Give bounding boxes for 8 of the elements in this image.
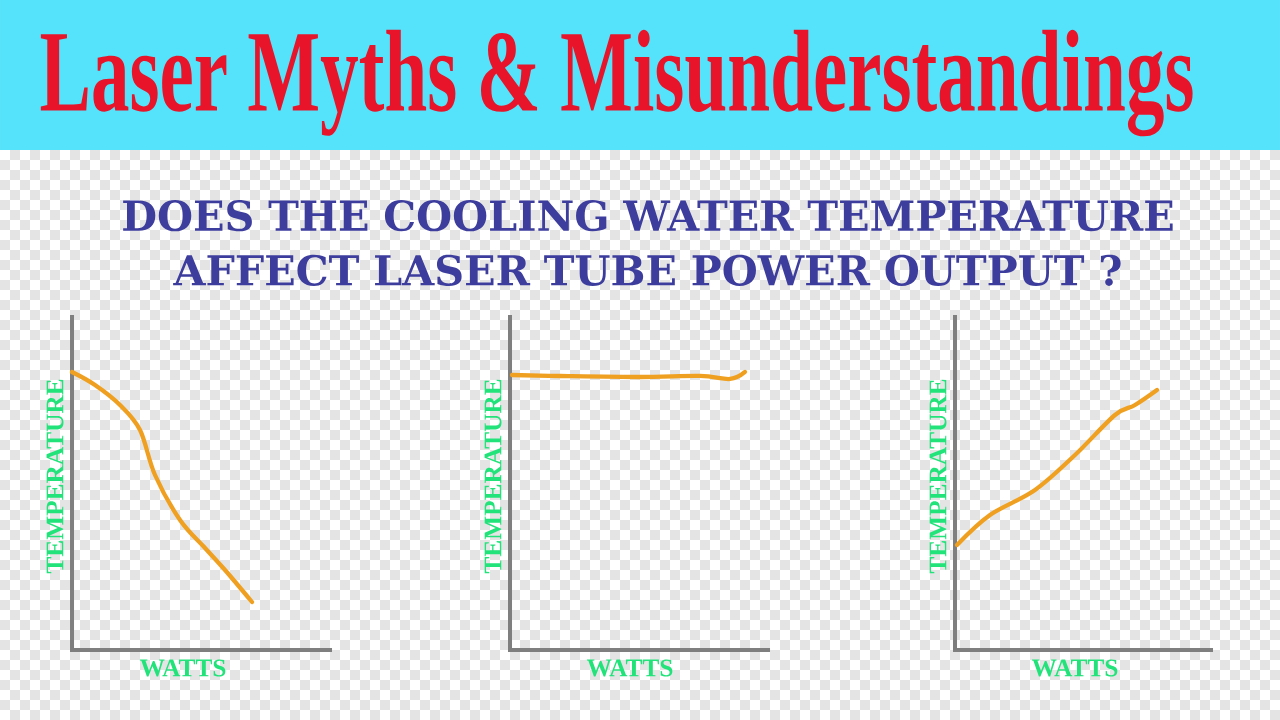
axis-label: WATTS [1031,659,1118,677]
title-banner: Laser Myths & Misunderstandings [0,0,1280,150]
axis-label: TEMPERATURE [929,379,947,574]
axis-label: TEMPERATURE [46,379,64,574]
axis-label: WATTS [586,659,673,677]
axis-label: WATTS [139,659,226,677]
question-text: DOES THE COOLING WATER TEMPERATURE AFFECT LASER TUBE POWER OUTPUT ? [123,200,1173,286]
axis-label: TEMPERATURE [484,379,502,574]
